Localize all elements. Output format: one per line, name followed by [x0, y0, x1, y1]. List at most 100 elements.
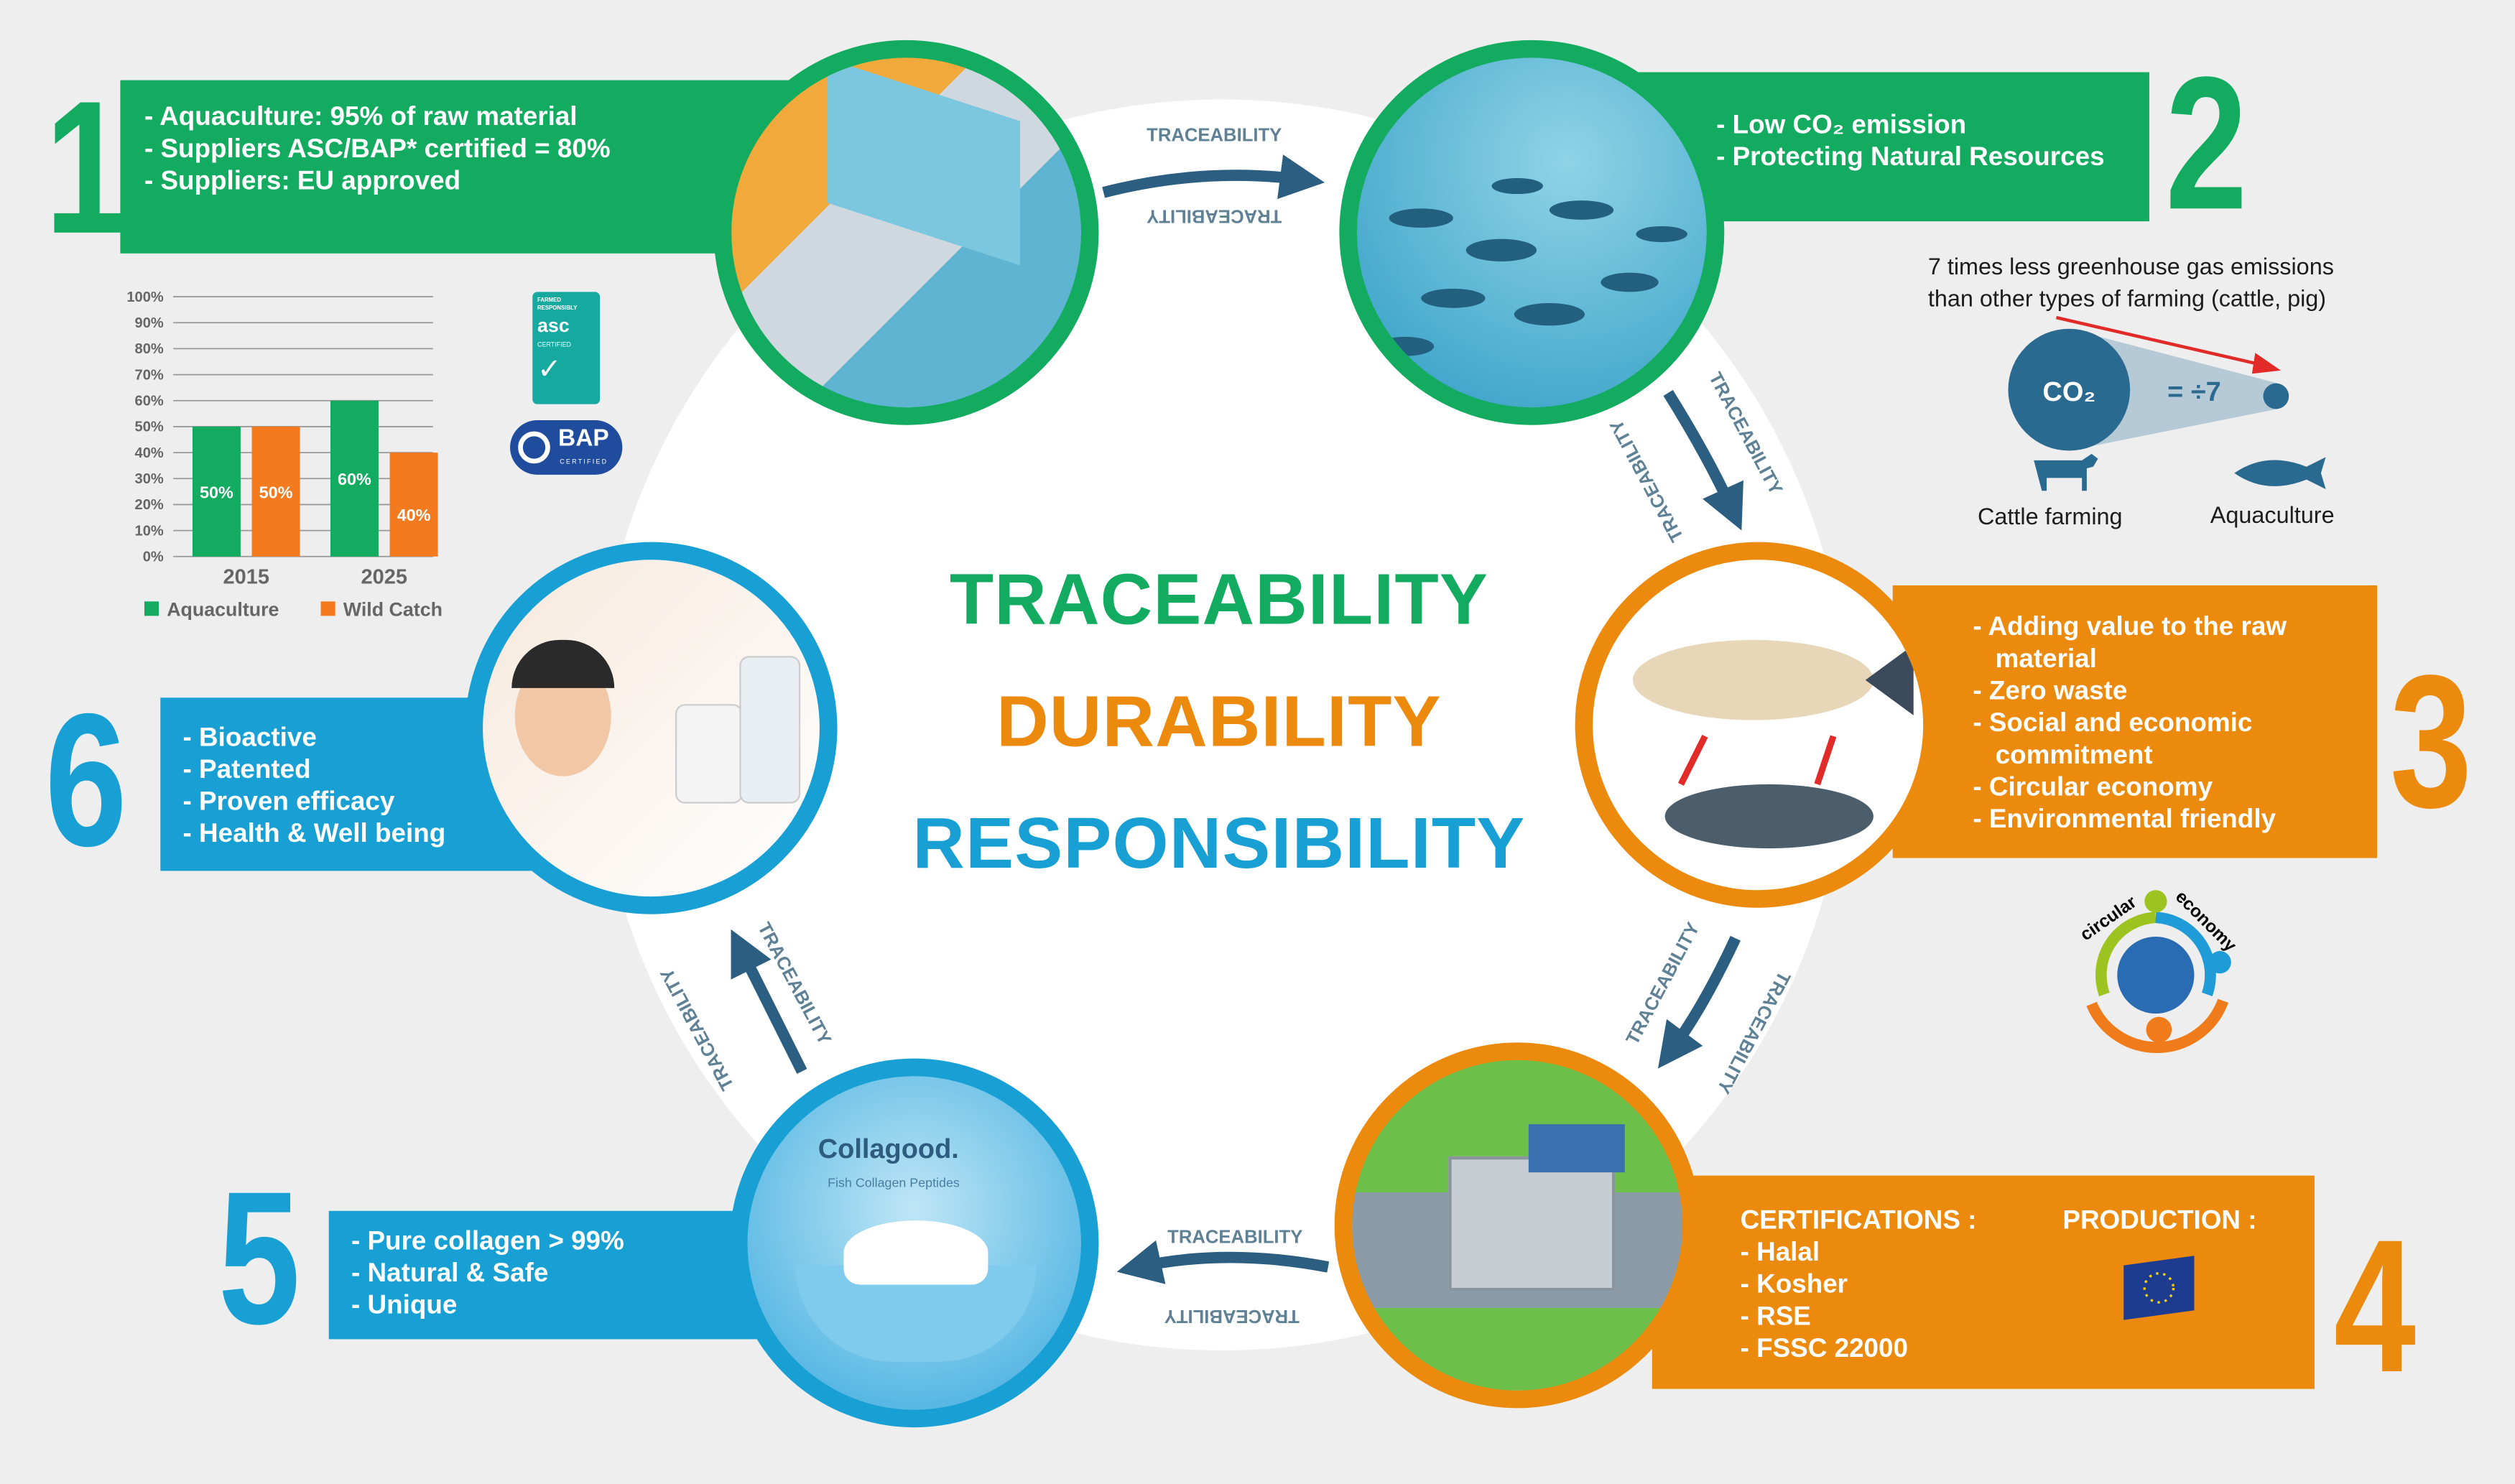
- step-6-item: - Health & Well being: [182, 819, 446, 849]
- step-5-item: - Pure collagen > 99%: [351, 1227, 624, 1256]
- y-tick-label: 30%: [135, 471, 164, 487]
- asc-logo-top: FARMED RESPONSIBLY: [537, 297, 578, 312]
- arrow-label: TRACEABILITY: [1147, 125, 1282, 145]
- bar-wild-catch: [251, 426, 300, 557]
- arrow-3-to-4: [1657, 935, 1741, 1069]
- bap-logo: BAP CERTIFIED: [510, 419, 623, 475]
- certifications-title: CERTIFICATIONS :: [1740, 1206, 1977, 1235]
- center-word-durability: DURABILITY: [996, 680, 1442, 762]
- co2-caption-line: 7 times less greenhouse gas emissions: [1927, 255, 2334, 281]
- co2-ratio: = ÷7: [2167, 377, 2221, 407]
- checkmark-fish-icon: ✓: [537, 353, 562, 385]
- bap-logo-sub: CERTIFIED: [560, 457, 608, 465]
- fish-processing-image: [1575, 542, 1941, 908]
- y-tick-label: 60%: [135, 393, 164, 409]
- eye-icon: [518, 431, 550, 464]
- step-2-item: - Low CO₂ emission: [1716, 111, 1967, 140]
- wellbeing-image: [465, 542, 838, 914]
- step-number-5: 5: [218, 1153, 300, 1365]
- arrow-1-to-2: [1102, 154, 1325, 200]
- co2-caption: 7 times less greenhouse gas emissions th…: [1928, 252, 2334, 316]
- y-tick-label: 70%: [135, 367, 164, 383]
- y-tick-label: 80%: [135, 341, 164, 357]
- asc-logo-name: asc: [537, 314, 570, 337]
- circular-economy-logo: circular economy: [2077, 887, 2240, 1053]
- step-6-item: - Bioactive: [182, 723, 317, 753]
- step-3-item: - Social and economic commitment: [1973, 708, 2253, 770]
- fish-school-image: [1339, 40, 1725, 425]
- aquaculture-label: Aquaculture: [2210, 504, 2335, 529]
- step-1-item: - Aquaculture: 95% of raw material: [144, 102, 578, 132]
- step-3-item: - Circular economy: [1973, 773, 2213, 802]
- y-tick-label: 100%: [126, 289, 163, 305]
- co2-caption-line: than other types of farming (cattle, pig…: [1927, 287, 2327, 313]
- eu-flag-icon: [2123, 1256, 2195, 1320]
- legend-label: Aquaculture: [167, 598, 279, 620]
- step-1-item: - Suppliers ASC/BAP* certified = 80%: [144, 134, 611, 164]
- center-word-responsibility: RESPONSIBILITY: [912, 802, 1526, 884]
- asc-logo-sub: CERTIFIED: [537, 340, 571, 348]
- arrow-label: TRACEABILITY: [1713, 968, 1794, 1097]
- y-tick-label: 20%: [135, 497, 164, 513]
- y-tick-label: 10%: [135, 523, 164, 539]
- bar-data-label: 50%: [259, 483, 293, 501]
- step-5-item: - Unique: [351, 1291, 458, 1320]
- step-6-item: - Patented: [182, 755, 311, 784]
- co2-bubble-label: CO₂: [2042, 377, 2095, 407]
- cow-icon: [2034, 453, 2098, 491]
- step-3-item: - Zero waste: [1973, 677, 2128, 706]
- aquaculture-tank-image: [713, 40, 1099, 425]
- legend-swatch: [320, 601, 335, 616]
- y-tick-label: 0%: [143, 549, 164, 565]
- x-tick-label: 2025: [361, 566, 407, 589]
- co2-diagram: CO₂ = ÷7: [2008, 315, 2326, 491]
- arrow-label: TRACEABILITY: [1167, 1227, 1302, 1247]
- step-3-item: - Adding value to the raw material: [1973, 612, 2287, 674]
- collagood-subtitle: Fish Collagen Peptides: [828, 1175, 960, 1190]
- y-tick-label: 90%: [135, 315, 164, 331]
- x-tick-label: 2015: [223, 566, 269, 589]
- step-number-6: 6: [45, 675, 127, 887]
- step-number-1: 1: [45, 62, 127, 274]
- step-6-item: - Proven efficacy: [182, 787, 395, 817]
- y-tick-label: 50%: [135, 419, 164, 435]
- cattle-farming-label: Cattle farming: [1978, 505, 2123, 532]
- bar-data-label: 50%: [200, 483, 233, 501]
- fish-illustration: [1632, 639, 1914, 849]
- step-3-box: - Adding value to the raw material - Zero…: [1892, 585, 2378, 858]
- fish-icon: [2234, 457, 2326, 490]
- bar-data-label: 40%: [397, 506, 431, 524]
- bar-aquaculture: [330, 400, 379, 557]
- step-4-item: - Halal: [1740, 1238, 1820, 1267]
- step-2-item: - Protecting Natural Resources: [1716, 142, 2105, 172]
- center-word-traceability: TRACEABILITY: [949, 558, 1489, 640]
- bar-wild-catch: [389, 453, 438, 557]
- bap-logo-name: BAP: [558, 425, 609, 453]
- arrow-2-to-3: [1663, 389, 1743, 531]
- step-number-4: 4: [2333, 1201, 2417, 1414]
- step-4-box: CERTIFICATIONS : - Halal - Kosher - RSE- F…: [1652, 1175, 2315, 1389]
- step-5-box: - Pure collagen > 99%- Natural & Safe - U…: [328, 1210, 762, 1340]
- step-4-item: - FSSC 22000: [1740, 1334, 1909, 1363]
- production-title: PRODUCTION :: [2062, 1206, 2257, 1235]
- fish-icon-group: [1376, 177, 1687, 356]
- step-4-item: - Kosher: [1740, 1270, 1848, 1299]
- factory-image: [1334, 1042, 1700, 1409]
- step-4-item: - RSE: [1740, 1302, 1811, 1332]
- arrow-label: TRACEABILITY: [657, 965, 738, 1093]
- arrow-label: TRACEABILITY: [1606, 416, 1687, 544]
- bar-aquaculture: [192, 426, 241, 557]
- step-3-item: - Environmental friendly: [1973, 804, 2277, 835]
- collagood-brand: Collagood.: [818, 1133, 959, 1165]
- step-1-box: - Aquaculture: 95% of raw material- Supp…: [120, 80, 810, 254]
- y-tick-label: 40%: [135, 445, 164, 461]
- arrow-5-to-6: [731, 929, 807, 1075]
- step-5-item: - Natural & Safe: [351, 1258, 549, 1288]
- legend-swatch: [144, 601, 159, 616]
- arrow-label: TRACEABILITY: [754, 919, 835, 1048]
- asc-logo: FARMED RESPONSIBLY asc CERTIFIED ✓: [532, 292, 601, 404]
- arrow-label: TRACEABILITY: [1164, 1306, 1300, 1326]
- step-1-item: - Suppliers: EU approved: [144, 167, 461, 196]
